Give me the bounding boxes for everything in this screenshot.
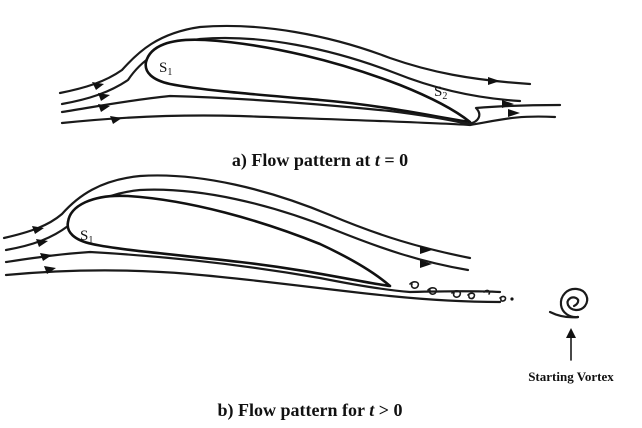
starting-vortex-icon bbox=[559, 287, 589, 319]
arrow-a-6 bbox=[502, 100, 514, 108]
vortex-tail bbox=[548, 310, 580, 319]
streamline-a-second bbox=[60, 36, 522, 106]
streamline-a-bottom bbox=[60, 114, 557, 127]
caption-b: b) Flow pattern for t > 0 bbox=[218, 400, 403, 421]
streamline-a-lower-wrap bbox=[60, 94, 562, 126]
vortex-pointer-head bbox=[566, 328, 576, 338]
streamline-b-upper bbox=[2, 174, 472, 260]
arrow-b-2 bbox=[36, 239, 48, 247]
panel-b: Starting Vortex S1 b) Flow pattern for t… bbox=[2, 174, 614, 421]
arrow-a-1 bbox=[92, 82, 104, 90]
wake-swirls bbox=[409, 281, 514, 302]
s2-label-a: S2 bbox=[434, 84, 447, 102]
streamline-b-lower bbox=[4, 250, 502, 294]
arrow-b-4 bbox=[44, 266, 56, 274]
arrow-a-7 bbox=[508, 109, 520, 117]
arrow-b-6 bbox=[420, 260, 432, 268]
streamline-a-upper bbox=[58, 24, 532, 95]
arrow-b-5 bbox=[420, 246, 432, 254]
panel-a: S1 S2 a) Flow pattern at t = 0 bbox=[58, 24, 562, 171]
s1-label-b: S1 bbox=[80, 228, 93, 246]
streamline-b-bottom bbox=[4, 269, 502, 304]
streamline-b-second bbox=[4, 188, 470, 272]
arrow-a-3 bbox=[98, 104, 110, 112]
arrow-a-2 bbox=[98, 93, 110, 101]
airfoil-b bbox=[66, 194, 392, 288]
starting-vortex-label: Starting Vortex bbox=[528, 369, 614, 384]
arrow-a-5 bbox=[488, 77, 500, 85]
caption-a: a) Flow pattern at t = 0 bbox=[232, 150, 408, 171]
airfoil-a bbox=[144, 38, 472, 124]
s1-label-a: S1 bbox=[159, 60, 172, 78]
arrow-b-3 bbox=[40, 253, 52, 261]
arrow-b-1 bbox=[32, 226, 44, 234]
arrow-a-4 bbox=[110, 116, 122, 124]
